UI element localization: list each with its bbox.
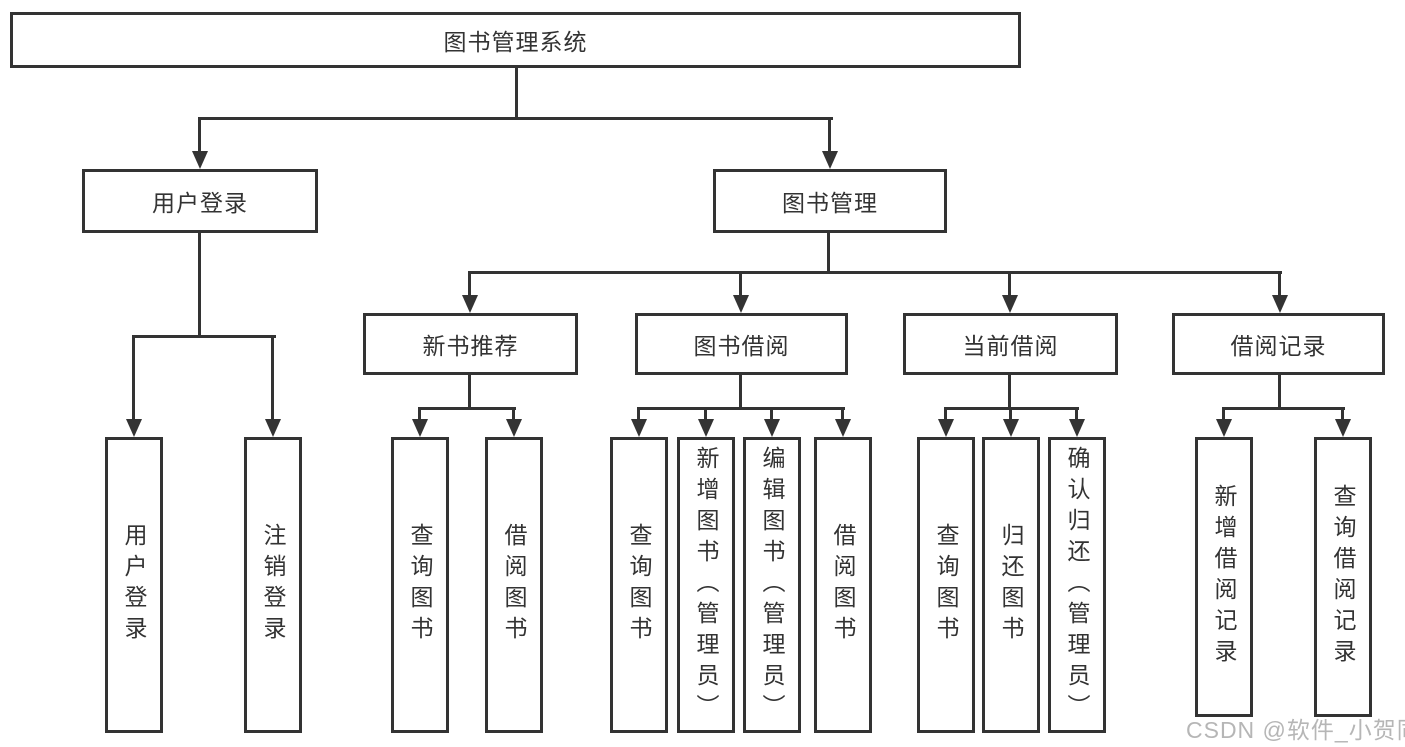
node-new-book-rec: 新书推荐 bbox=[363, 313, 578, 375]
leaf-user-login-label: 用户登录 bbox=[121, 523, 147, 647]
leaf-return-book: 归还图书 bbox=[982, 437, 1040, 733]
node-user-login-label: 用户登录 bbox=[152, 190, 248, 216]
arrowhead-icon bbox=[822, 151, 838, 169]
connector-line bbox=[271, 335, 274, 421]
connector-line bbox=[739, 271, 742, 297]
arrowhead-icon bbox=[462, 295, 478, 313]
leaf-confirm-return-label: 确认归还（管理员） bbox=[1064, 445, 1090, 725]
node-root: 图书管理系统 bbox=[10, 12, 1021, 68]
leaf-borrow-book-2-label: 借阅图书 bbox=[830, 523, 856, 647]
arrowhead-icon bbox=[1003, 419, 1019, 437]
connector-line bbox=[841, 407, 844, 421]
arrowhead-icon bbox=[126, 419, 142, 437]
leaf-query-book-3-label: 查询图书 bbox=[933, 523, 959, 647]
leaf-query-record: 查询借阅记录 bbox=[1314, 437, 1372, 717]
node-book-mgmt: 图书管理 bbox=[713, 169, 947, 233]
arrowhead-icon bbox=[631, 419, 647, 437]
connector-line bbox=[704, 407, 707, 421]
connector-line bbox=[1008, 271, 1011, 297]
csdn-watermark: CSDN @软件_小贺同学 bbox=[1186, 717, 1405, 743]
arrowhead-icon bbox=[1272, 295, 1288, 313]
connector-line bbox=[198, 117, 833, 120]
connector-line bbox=[1341, 407, 1344, 421]
connector-line bbox=[1278, 375, 1281, 409]
connector-line bbox=[198, 117, 201, 153]
leaf-query-record-label: 查询借阅记录 bbox=[1330, 484, 1356, 670]
leaf-query-book-3: 查询图书 bbox=[917, 437, 975, 733]
connector-line bbox=[944, 407, 947, 421]
leaf-query-book-1: 查询图书 bbox=[391, 437, 449, 733]
leaf-borrow-book-1-label: 借阅图书 bbox=[501, 523, 527, 647]
leaf-confirm-return: 确认归还（管理员） bbox=[1048, 437, 1106, 733]
arrowhead-icon bbox=[1002, 295, 1018, 313]
arrowhead-icon bbox=[265, 419, 281, 437]
connector-line bbox=[512, 407, 515, 421]
connector-line bbox=[1222, 407, 1225, 421]
arrowhead-icon bbox=[764, 419, 780, 437]
arrowhead-icon bbox=[1216, 419, 1232, 437]
leaf-add-record: 新增借阅记录 bbox=[1195, 437, 1253, 717]
leaf-return-book-label: 归还图书 bbox=[998, 523, 1024, 647]
connector-line bbox=[1075, 407, 1078, 421]
connector-line bbox=[132, 335, 276, 338]
connector-line bbox=[515, 68, 518, 119]
leaf-add-record-label: 新增借阅记录 bbox=[1211, 484, 1237, 670]
node-borrow-records: 借阅记录 bbox=[1172, 313, 1385, 375]
leaf-add-book: 新增图书（管理员） bbox=[677, 437, 735, 733]
leaf-user-login: 用户登录 bbox=[105, 437, 163, 733]
node-current-borrow-label: 当前借阅 bbox=[962, 333, 1059, 359]
connector-line bbox=[637, 407, 845, 410]
leaf-logout-label: 注销登录 bbox=[260, 523, 286, 647]
node-borrow-records-label: 借阅记录 bbox=[1230, 333, 1327, 359]
arrowhead-icon bbox=[938, 419, 954, 437]
arrowhead-icon bbox=[192, 151, 208, 169]
leaf-borrow-book-2: 借阅图书 bbox=[814, 437, 872, 733]
connector-line bbox=[418, 407, 421, 421]
arrowhead-icon bbox=[835, 419, 851, 437]
node-book-mgmt-label: 图书管理 bbox=[782, 190, 878, 216]
leaf-edit-book-label: 编辑图书（管理员） bbox=[759, 445, 785, 725]
connector-line bbox=[418, 407, 516, 410]
connector-line bbox=[739, 375, 742, 409]
leaf-query-book-1-label: 查询图书 bbox=[407, 523, 433, 647]
connector-line bbox=[1222, 407, 1345, 410]
connector-line bbox=[198, 233, 201, 337]
arrowhead-icon bbox=[1069, 419, 1085, 437]
leaf-logout: 注销登录 bbox=[244, 437, 302, 733]
node-root-label: 图书管理系统 bbox=[443, 29, 588, 55]
node-book-borrow: 图书借阅 bbox=[635, 313, 848, 375]
node-user-login: 用户登录 bbox=[82, 169, 318, 233]
leaf-edit-book: 编辑图书（管理员） bbox=[743, 437, 801, 733]
arrowhead-icon bbox=[698, 419, 714, 437]
leaf-borrow-book-1: 借阅图书 bbox=[485, 437, 543, 733]
connector-line bbox=[468, 271, 1282, 274]
node-current-borrow: 当前借阅 bbox=[903, 313, 1118, 375]
arrowhead-icon bbox=[412, 419, 428, 437]
connector-line bbox=[637, 407, 640, 421]
connector-line bbox=[1009, 407, 1012, 421]
connector-line bbox=[827, 233, 830, 274]
arrowhead-icon bbox=[733, 295, 749, 313]
arrowhead-icon bbox=[1335, 419, 1351, 437]
leaf-add-book-label: 新增图书（管理员） bbox=[693, 445, 719, 725]
connector-line bbox=[1008, 375, 1011, 409]
arrowhead-icon bbox=[506, 419, 522, 437]
connector-line bbox=[468, 271, 471, 297]
leaf-query-book-2-label: 查询图书 bbox=[626, 523, 652, 647]
connector-line bbox=[468, 375, 471, 409]
node-book-borrow-label: 图书借阅 bbox=[693, 333, 790, 359]
connector-line bbox=[1278, 271, 1281, 297]
node-new-book-rec-label: 新书推荐 bbox=[422, 333, 519, 359]
connector-line bbox=[828, 117, 831, 153]
leaf-query-book-2: 查询图书 bbox=[610, 437, 668, 733]
connector-line bbox=[770, 407, 773, 421]
connector-line bbox=[132, 335, 135, 421]
